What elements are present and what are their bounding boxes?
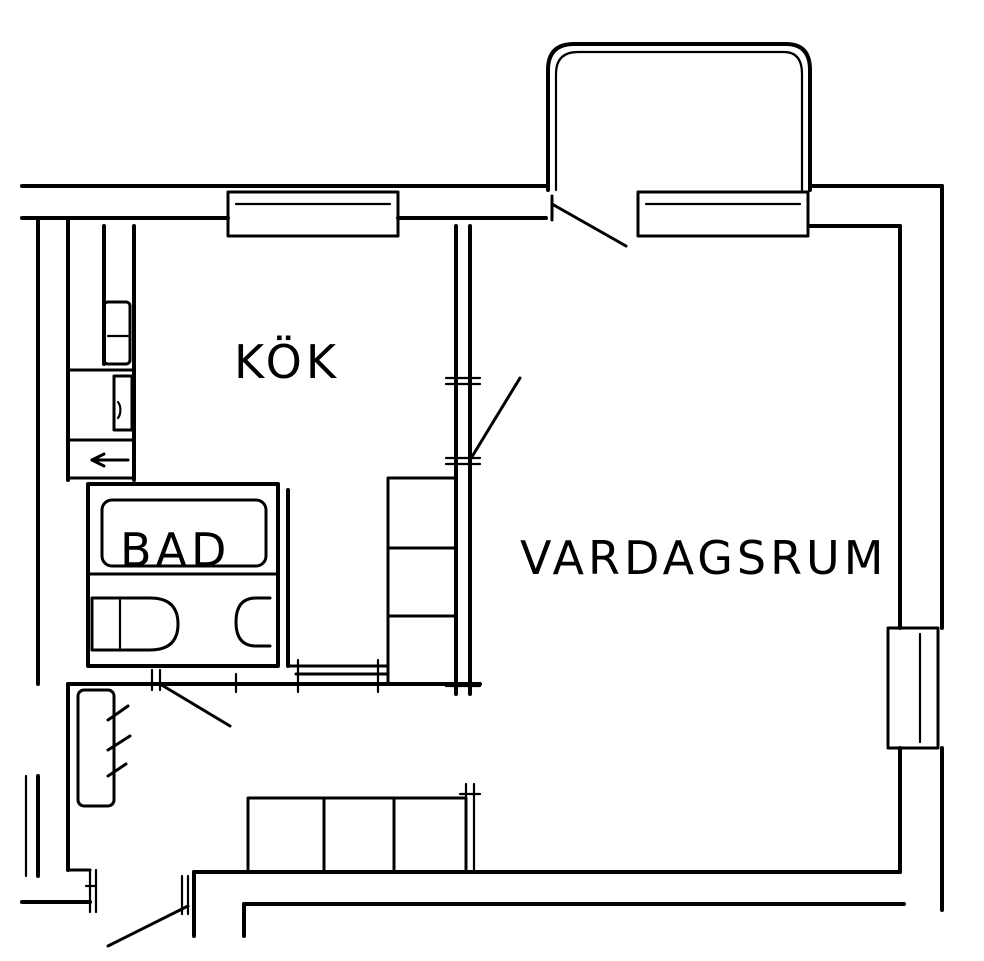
interior-walls bbox=[66, 224, 522, 696]
kitchen-label: KÖK bbox=[234, 335, 340, 389]
hall-fixtures bbox=[76, 668, 482, 948]
bathroom-label: BAD bbox=[120, 523, 230, 577]
living-room-label: VARDAGSRUM bbox=[520, 531, 887, 585]
balcony bbox=[546, 42, 812, 192]
balcony-door bbox=[550, 190, 810, 248]
bathroom-fixtures bbox=[90, 498, 272, 652]
kitchen-fixtures bbox=[90, 300, 458, 686]
